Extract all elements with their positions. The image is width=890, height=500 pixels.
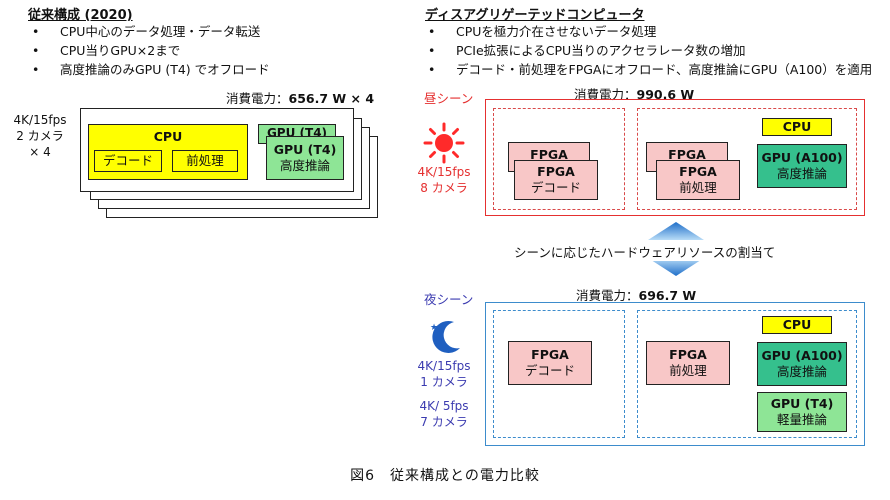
day-compute-group (637, 108, 857, 210)
arrow-label: シーンに応じたハードウェアリソースの割当て (512, 242, 778, 261)
left-power: 消費電力：656.7 W × 4 (226, 91, 375, 106)
left-bullet: CPU中心のデータ処理・データ転送 (26, 22, 270, 41)
left-bullet: 高度推論のみGPU (T4) でオフロード (26, 60, 270, 79)
night-power: 消費電力：696.7 W (576, 288, 697, 303)
left-gpu-box: GPU (T4) 高度推論 (266, 136, 344, 180)
left-title: 従来構成 (2020) (28, 8, 133, 23)
figure-caption: 図6 従来構成との電力比較 (350, 468, 540, 484)
night-compute-group (637, 310, 857, 438)
day-decode-group (493, 108, 625, 210)
svg-text:★: ★ (430, 323, 438, 333)
night-fpga-decode: FPGA デコード (508, 341, 592, 385)
sun-icon (423, 122, 465, 164)
night-decode-group (493, 310, 625, 438)
bidirectional-arrow-icon (648, 222, 704, 276)
night-server-frame (485, 302, 865, 446)
night-camera-label: 4K/15fps 1 カメラ (417, 359, 471, 389)
night-gpu-a100-box: GPU (A100) 高度推論 (757, 342, 847, 386)
night-scene-label: 夜シーン (424, 292, 474, 307)
left-bullet: CPU当りGPU×2まで (26, 41, 270, 60)
left-camera-label: 4K/15fps 2 カメラ × 4 (13, 113, 67, 159)
right-bullet: デコード・前処理をFPGAにオフロード、高度推論にGPU（A100）を適用 (422, 60, 872, 79)
right-title: ディスアグリゲーテッドコンピュータ (425, 8, 645, 23)
day-power: 消費電力：990.6 W (574, 87, 695, 102)
night-cpu-box: CPU (762, 316, 832, 334)
left-decode-box: デコード (94, 150, 162, 172)
day-server-frame (485, 99, 865, 216)
left-preprocess-box: 前処理 (172, 150, 238, 172)
night-camera-label-2: 4K/ 5fps 7 カメラ (419, 399, 469, 429)
left-bullets: CPU中心のデータ処理・データ転送 CPU当りGPU×2まで 高度推論のみGPU… (26, 22, 270, 79)
right-bullets: CPUを極力介在させないデータ処理 PCIe拡張によるCPU当りのアクセラレータ… (422, 22, 872, 79)
right-bullet: PCIe拡張によるCPU当りのアクセラレータ数の増加 (422, 41, 872, 60)
day-fpga-decode: FPGA デコード (514, 160, 598, 200)
day-scene-label: 昼シーン (424, 91, 474, 106)
right-bullet: CPUを極力介在させないデータ処理 (422, 22, 872, 41)
left-cpu-box: CPU (88, 124, 248, 180)
moon-icon: ★ (430, 320, 460, 353)
day-fpga-preprocess: FPGA 前処理 (656, 160, 740, 200)
night-fpga-preprocess: FPGA 前処理 (646, 341, 730, 385)
night-gpu-t4-box: GPU (T4) 軽量推論 (757, 392, 847, 432)
day-camera-label: 4K/15fps 8 カメラ (417, 165, 471, 195)
day-gpu-box: GPU (A100) 高度推論 (757, 144, 847, 188)
day-cpu-box: CPU (762, 118, 832, 136)
